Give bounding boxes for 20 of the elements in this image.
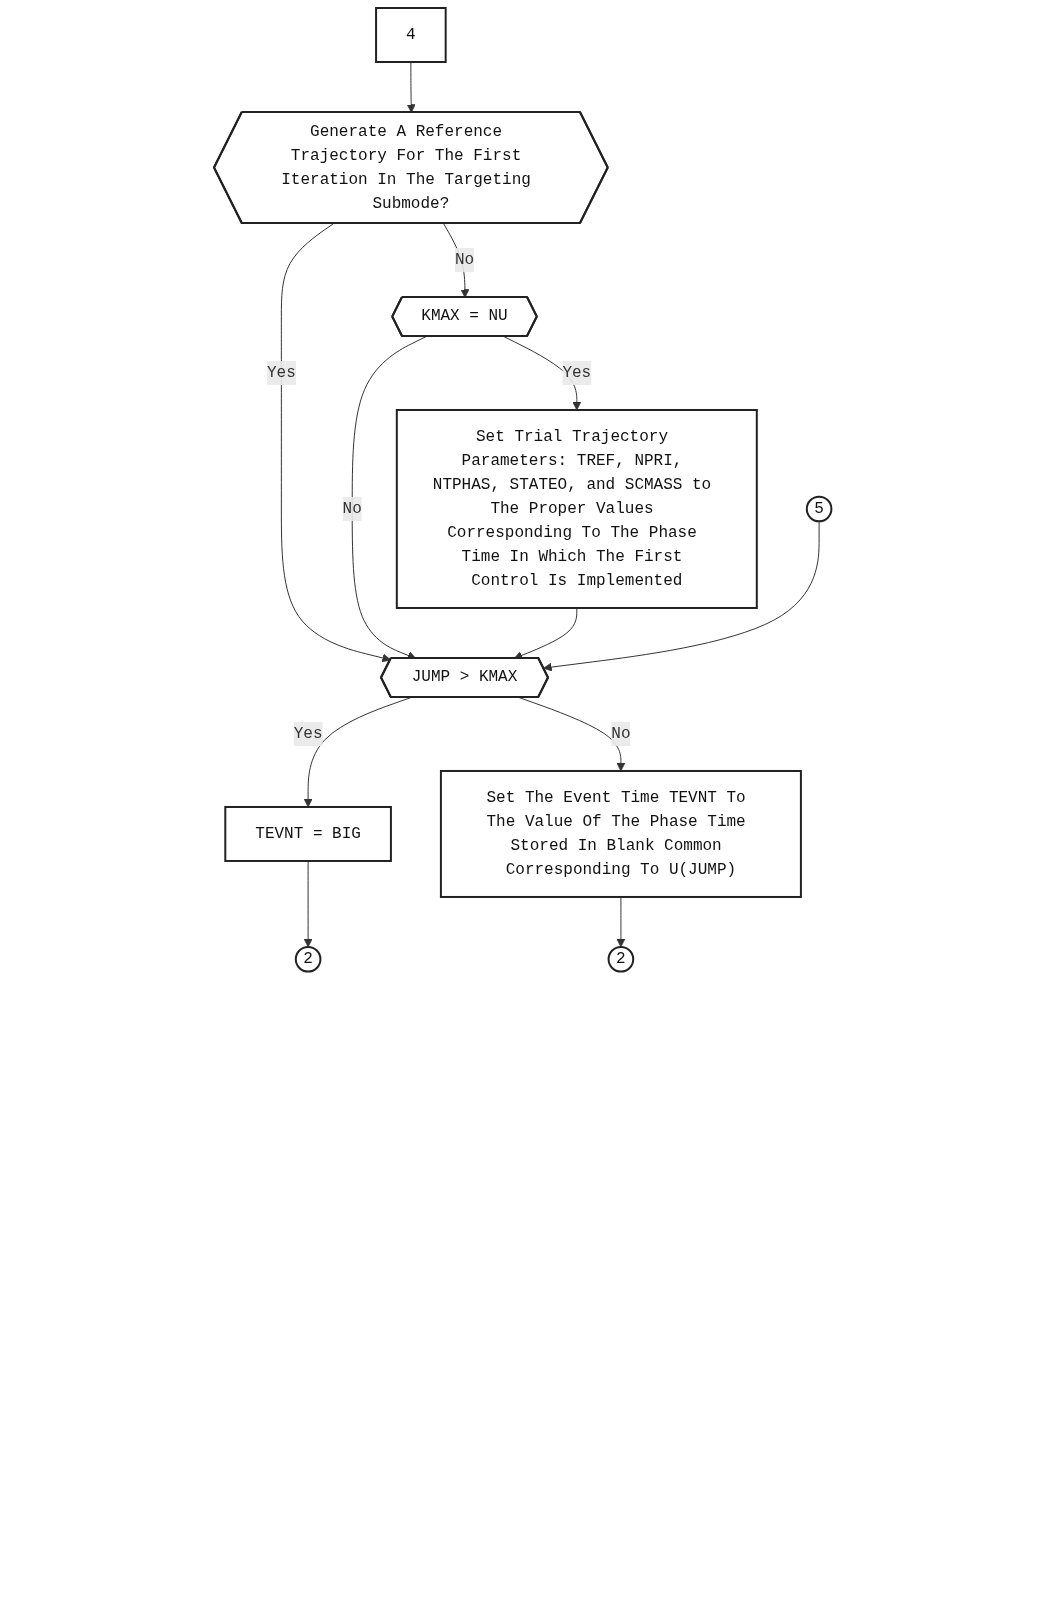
- arrow: [518, 697, 626, 772]
- arrow: [406, 61, 416, 113]
- node-circle: 2: [607, 946, 634, 973]
- arrow: [303, 860, 313, 948]
- edge-label: Yes: [293, 724, 323, 743]
- arrow: [616, 896, 626, 948]
- node-box: Set Trial Trajectory Parameters: TREF, NPRI, NTPHAS, STATEO, and SCMASS to The Proper Values Corresponding To The Phase Time In Which The First Control Is Implemented: [395, 409, 758, 609]
- node-box: TEVNT = BIG: [224, 806, 392, 862]
- arrow: [280, 223, 391, 663]
- edge-label: No: [454, 251, 474, 269]
- node-box: Set The Event Time TEVNT To The Value Of The Phase Time Stored In Blank Common Corresponding To U(JUMP): [439, 770, 802, 898]
- edge-label: Yes: [266, 364, 296, 382]
- node-box: 4: [374, 7, 447, 63]
- arrow: [303, 697, 412, 808]
- edge-label: Yes: [562, 364, 592, 382]
- node-circle: 5: [805, 495, 833, 523]
- arrow: [542, 520, 820, 672]
- node-circle: 2: [294, 946, 322, 973]
- edge-label: No: [342, 499, 362, 518]
- edge-label: No: [611, 724, 631, 743]
